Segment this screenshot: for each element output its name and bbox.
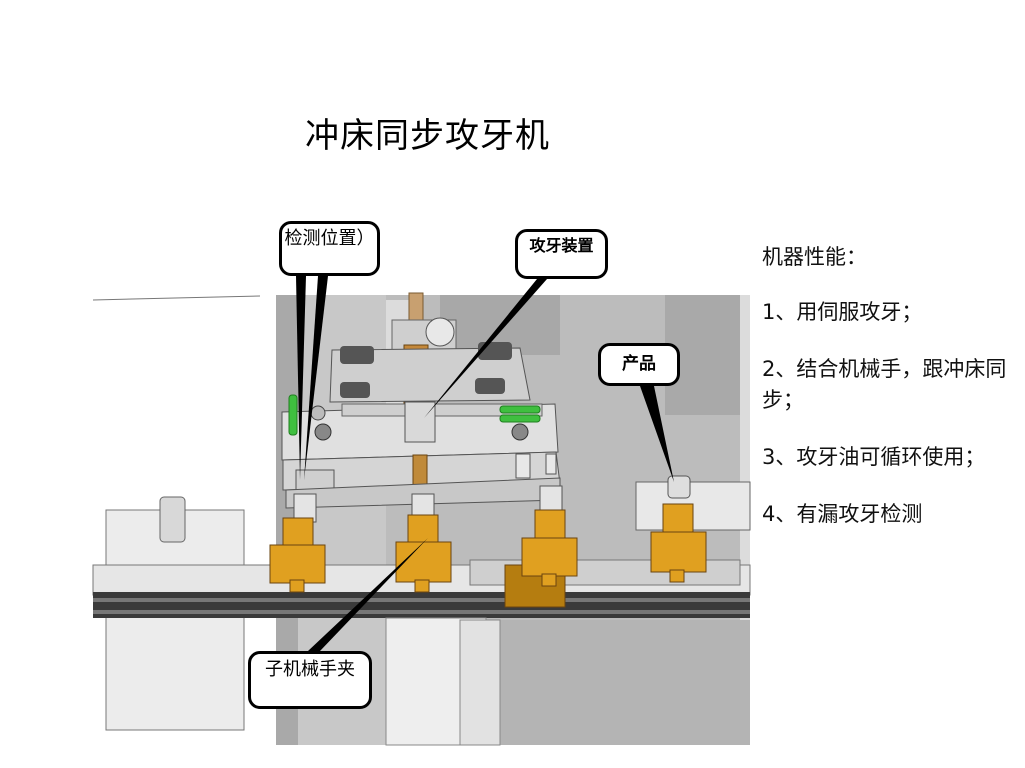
valve-right — [499, 405, 541, 414]
cylinder-cap — [425, 317, 455, 347]
rail-groove — [93, 610, 750, 614]
spec-item: 2、结合机械手，跟冲床同步； — [762, 357, 1007, 412]
mount-hole — [340, 382, 370, 398]
fitting — [310, 405, 326, 421]
fitting — [511, 423, 529, 441]
mount-hole — [340, 346, 374, 364]
callout-gripper: 子机械手夹 — [248, 651, 372, 709]
gripper — [395, 514, 452, 593]
spec-item: 3、攻牙油可循环使用； — [762, 445, 986, 469]
spec-list: 机器性能： 1、用伺服攻牙； 2、结合机械手，跟冲床同步； 3、攻牙油可循环使用… — [762, 242, 1022, 556]
gripper-post — [411, 493, 435, 519]
background-line — [92, 295, 261, 301]
lower-frame-column — [459, 619, 501, 746]
spec-item: 1、用伺服攻牙； — [762, 300, 923, 324]
leader-product — [640, 386, 674, 482]
tap-extension — [412, 454, 428, 486]
fitting — [314, 423, 332, 441]
lower-frame-block — [500, 620, 750, 745]
leader-tap — [424, 279, 547, 418]
guide-post — [515, 453, 531, 479]
plate-bar — [341, 403, 543, 417]
valve-right — [499, 414, 541, 423]
product-part — [667, 475, 691, 499]
spec-heading: 机器性能： — [762, 245, 867, 269]
gripper — [650, 503, 707, 583]
callout-detect-position: 检测位置） — [279, 221, 380, 276]
gripper — [269, 517, 326, 593]
page-title: 冲床同步攻牙机 — [305, 116, 550, 156]
spec-item: 4、有漏攻牙检测 — [762, 502, 923, 526]
gripper-post — [539, 485, 563, 511]
leader-detect — [296, 276, 306, 480]
tap-holder — [404, 401, 436, 443]
callout-product: 产品 — [598, 343, 680, 386]
left-stand — [105, 509, 245, 731]
leader-detect — [304, 276, 328, 480]
leader-gripper — [308, 538, 428, 651]
guide-post — [545, 453, 557, 475]
callout-tapping-device: 攻牙装置 — [515, 229, 608, 279]
rail-track — [93, 592, 750, 618]
left-post — [159, 496, 186, 543]
mount-hole — [475, 378, 505, 394]
valve-left — [288, 394, 298, 436]
gripper — [521, 509, 578, 587]
rail-groove — [93, 598, 750, 602]
